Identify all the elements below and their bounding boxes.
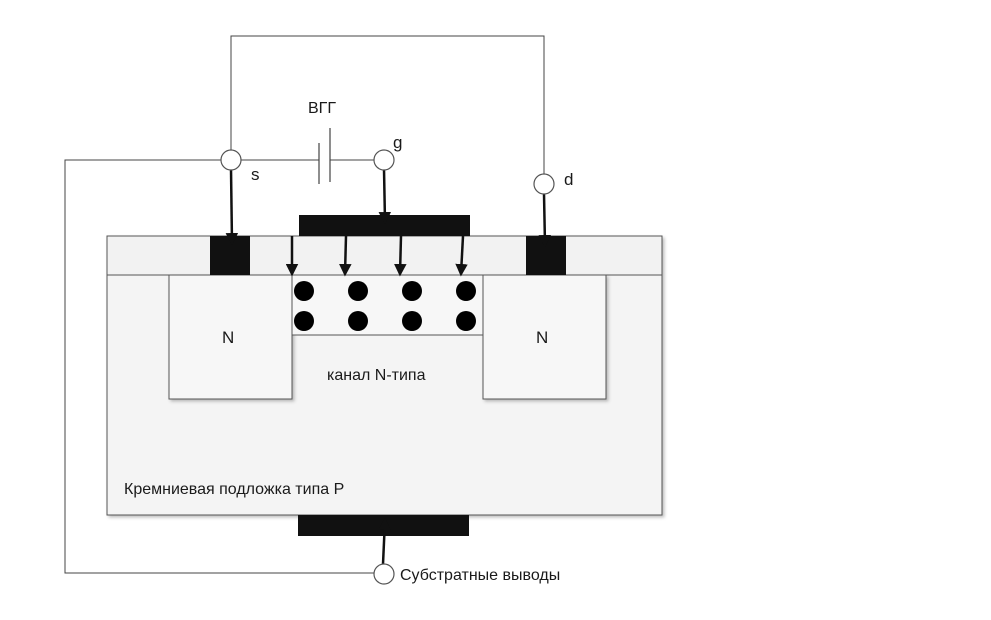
electron (294, 311, 314, 331)
electron (294, 281, 314, 301)
channel-box (291, 274, 484, 336)
n-right-label: N (536, 328, 548, 347)
electron-grid (294, 281, 476, 331)
n-left-label: N (222, 328, 234, 347)
gate-label: g (393, 133, 402, 152)
substrate-label: Кремниевая подложка типа P (124, 481, 344, 498)
battery-label: ВГГ (308, 100, 336, 117)
electron (456, 311, 476, 331)
drain-terminal (533, 173, 555, 195)
drain-arrow (538, 193, 552, 248)
wires (64, 35, 545, 574)
source-label: s (251, 165, 260, 184)
gate-electrode (299, 215, 470, 236)
field-arrow-2 (339, 235, 352, 277)
substrate-terminal-label: Субстратные выводы (400, 567, 560, 584)
electron (402, 311, 422, 331)
substrate-terminal (373, 563, 395, 585)
electron (348, 311, 368, 331)
electron (402, 281, 422, 301)
drain-label: d (564, 170, 573, 189)
battery-symbol (318, 128, 331, 184)
substrate-arrow (378, 517, 391, 565)
source-arrow (225, 168, 239, 246)
channel-label: канал N-типа (327, 367, 426, 384)
connector-arrows (225, 168, 552, 565)
source-contact (210, 236, 250, 275)
field-arrow-4 (455, 235, 468, 277)
source-terminal (220, 149, 242, 171)
n-region-left (168, 274, 293, 400)
terminals (220, 149, 555, 585)
gate-terminal (373, 149, 395, 171)
electron (456, 281, 476, 301)
gate-arrow (378, 168, 392, 225)
field-arrow-3 (394, 235, 407, 277)
oxide-layer (106, 235, 663, 276)
electron (348, 281, 368, 301)
